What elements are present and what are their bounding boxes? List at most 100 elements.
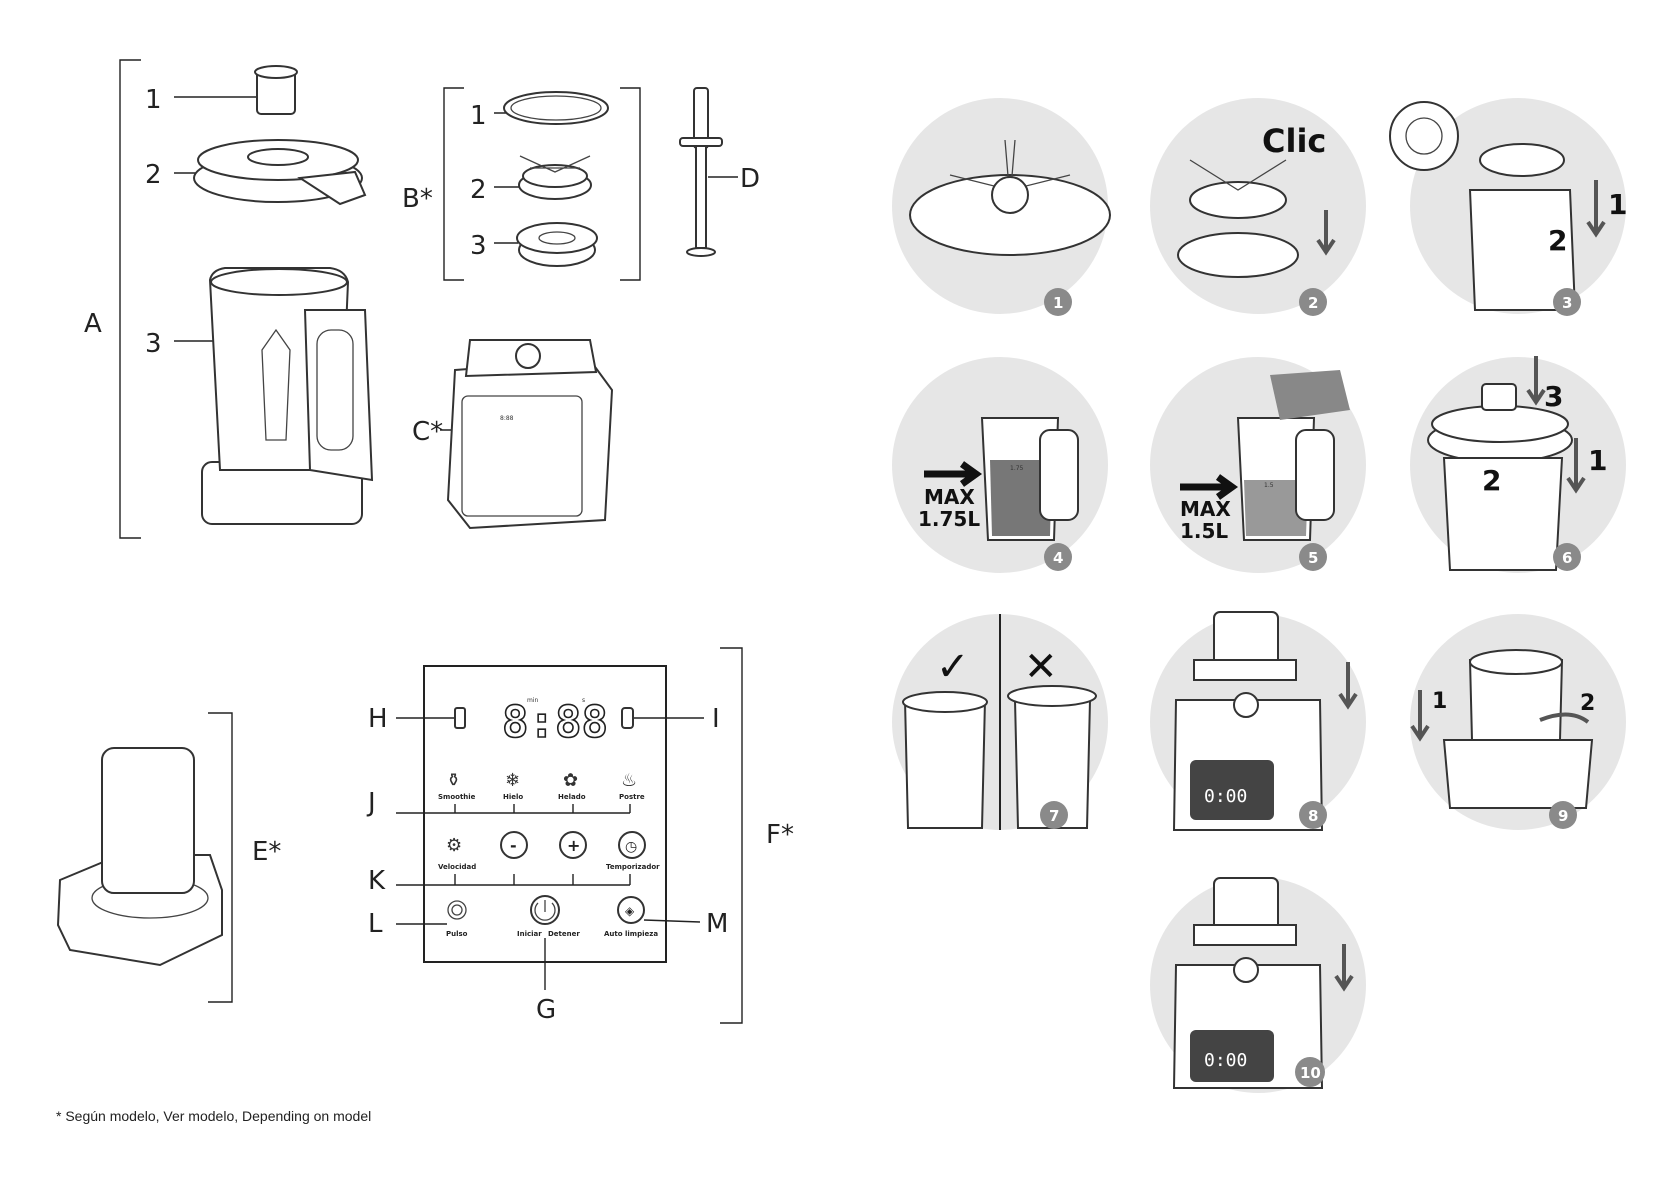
step-2: Clic 2 (1150, 98, 1366, 316)
step-number: 7 (1049, 807, 1059, 825)
steps: 1 Clic 2 1 2 3 (892, 98, 1627, 1093)
smoothie-icon: ⚱ (446, 770, 461, 791)
program-icecream-label: Helado (558, 793, 586, 801)
step-6: 3 2 1 6 (1410, 356, 1626, 573)
step-4-max-label: MAX (924, 485, 975, 509)
speed-label: Velocidad (438, 863, 476, 871)
callout-i: I (712, 704, 720, 734)
callout-j: J (366, 788, 376, 818)
step-5: 1.5 MAX 1.5L 5 (1150, 357, 1366, 573)
step-3-arrow-2: 2 (1548, 224, 1567, 257)
step-5-jar-mark: 1.5 (1264, 482, 1274, 489)
step-number: 10 (1300, 1064, 1321, 1082)
group-e-label: E* (252, 837, 281, 867)
group-d-label: D (740, 164, 760, 194)
start-label: Iniciar (517, 930, 542, 938)
step-3: 1 2 3 (1390, 98, 1627, 316)
group-e: E* (58, 713, 281, 1002)
auto-clean-label: Auto limpieza (604, 930, 658, 938)
step-number: 8 (1308, 807, 1318, 825)
step-8: 0:00 8 (1150, 612, 1366, 830)
group-b: B* 1 2 3 (402, 88, 640, 280)
step-5-max-value: 1.5L (1180, 519, 1228, 543)
callout-l: L (368, 909, 383, 939)
wrong-cross-icon: ✕ (1024, 644, 1058, 690)
speed-icon: ⚙ (446, 835, 462, 856)
group-a-part-3-label: 3 (145, 329, 162, 359)
step-3-arrow-1: 1 (1608, 188, 1627, 221)
callout-k: K (368, 866, 386, 896)
group-c-label: C* (412, 417, 443, 447)
group-d: D (680, 88, 760, 256)
callout-m: M (706, 909, 728, 939)
personal-blender-drawing (58, 748, 222, 965)
step-8-display: 0:00 (1204, 786, 1247, 807)
tamper-drawing (680, 88, 722, 256)
step-1: 1 (892, 98, 1110, 316)
group-b-part-2-label: 2 (470, 175, 487, 205)
group-f-label: F* (766, 820, 794, 850)
timer-label: Temporizador (606, 863, 660, 871)
timer-display: 8:88 (502, 697, 608, 748)
step-6-arrow-2: 2 (1482, 464, 1501, 497)
svg-text:8:88: 8:88 (500, 415, 514, 422)
minus-icon: - (510, 836, 517, 855)
step-number: 6 (1562, 549, 1572, 567)
timer-icon: ◷ (625, 839, 637, 855)
seal-ring-drawing (504, 92, 608, 124)
callout-g: G (536, 995, 556, 1025)
callout-h: H (368, 704, 388, 734)
step-number: 2 (1308, 294, 1318, 312)
motor-base-drawing: 8:88 (448, 340, 612, 528)
step-number: 5 (1308, 549, 1318, 567)
cup-indicator-icon (622, 708, 633, 728)
plus-button[interactable]: + (560, 832, 586, 858)
program-ice-label: Hielo (503, 793, 523, 801)
group-a-part-1-label: 1 (145, 85, 162, 115)
stop-label: Detener (548, 930, 580, 938)
ice-icon: ❄ (505, 770, 520, 791)
step-10: 0:00 10 (1150, 877, 1366, 1093)
step-2-click-text: Clic (1262, 122, 1326, 160)
auto-clean-icon: ◈ (625, 904, 635, 918)
step-number: 3 (1562, 294, 1572, 312)
program-dessert-label: Postre (619, 793, 645, 801)
group-a-label: A (84, 309, 102, 339)
group-b-label: B* (402, 184, 433, 214)
dessert-icon: ♨ (621, 770, 637, 791)
lid-drawing (194, 140, 365, 204)
group-b-part-1-label: 1 (470, 101, 487, 131)
group-a-part-2-label: 2 (145, 160, 162, 190)
program-smoothie-label: Smoothie (438, 793, 476, 801)
step-9: 1 2 9 (1410, 614, 1626, 830)
step-9-arrow-1: 1 (1432, 689, 1447, 714)
blade-base-drawing (517, 223, 597, 266)
measuring-cap-drawing (255, 66, 297, 114)
blade-assembly-drawing (519, 156, 591, 199)
step-7: ✓ ✕ 7 (892, 614, 1108, 830)
step-number: 4 (1053, 549, 1063, 567)
group-b-part-3-label: 3 (470, 231, 487, 261)
step-number: 1 (1053, 294, 1063, 312)
footnote: * Según modelo, Ver modelo, Depending on… (56, 1108, 371, 1124)
group-c: C* 8:88 (412, 340, 612, 528)
correct-check-icon: ✓ (936, 644, 970, 690)
step-9-arrow-2: 2 (1580, 691, 1595, 716)
plus-icon: + (567, 836, 580, 855)
step-10-display: 0:00 (1204, 1050, 1247, 1071)
step-4-max-value: 1.75L (918, 507, 980, 531)
step-6-arrow-1: 1 (1588, 444, 1607, 477)
step-5-max-label: MAX (1180, 497, 1231, 521)
icecream-icon: ✿ (563, 770, 578, 791)
jar-indicator-icon (455, 708, 465, 728)
step-number: 9 (1558, 807, 1568, 825)
step-6-arrow-3: 3 (1544, 380, 1563, 413)
pulse-label: Pulso (446, 930, 468, 938)
minus-button[interactable]: - (501, 832, 527, 858)
group-a: A 1 2 3 (84, 60, 372, 538)
group-f: F* H I min s 8:88 ⚱ Smoothie ❄ Hielo ✿ H… (366, 648, 794, 1025)
jar-drawing (202, 268, 372, 524)
step-4: 1.75 MAX 1.75L 4 (892, 357, 1108, 573)
step-4-jar-mark: 1.75 (1010, 465, 1024, 472)
